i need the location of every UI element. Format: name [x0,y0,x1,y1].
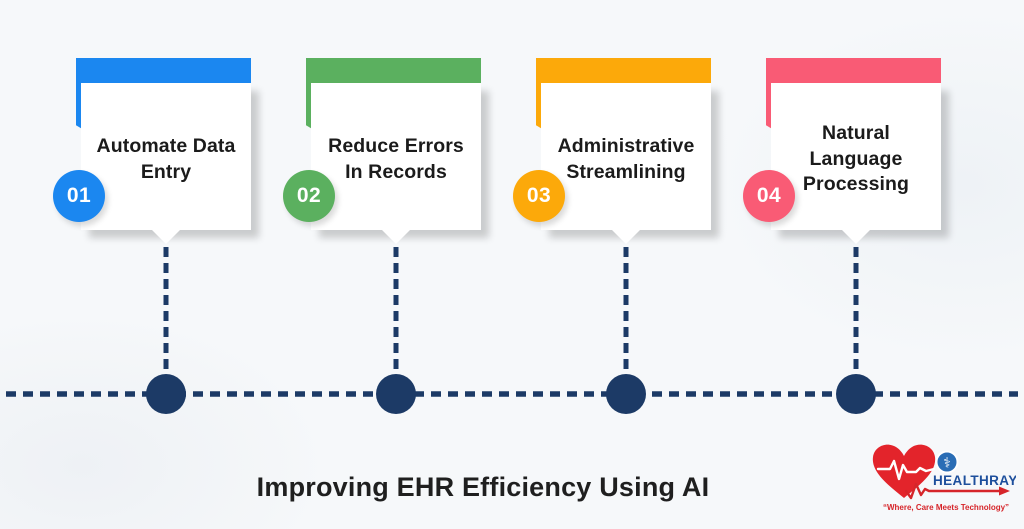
step-number-badge: 01 [53,170,105,222]
logo-arrowhead-icon [999,486,1010,496]
card-label: Reduce Errors In Records [328,134,464,183]
card-pointer-tail [841,229,871,244]
card-pointer-tail [151,229,181,244]
caduceus-icon: ⚕ [943,456,951,472]
page-title: Improving EHR Efficiency Using AI [256,472,710,502]
step-card-reduce-errors: Reduce Errors In Records 02 [281,58,511,258]
card-label: Administrative Streamlining [557,134,695,183]
healthray-logo: ⚕ HEALTHRAY “Where, Care Meets Technolog… [872,444,1016,512]
timeline-dot-4 [836,374,876,414]
step-number-badge: 02 [283,170,335,222]
card-pointer-tail [611,229,641,244]
card-panel: Natural Language Processing [771,83,941,230]
timeline-dot-2 [376,374,416,414]
step-number-badge: 03 [513,170,565,222]
logo-medical-badge [935,450,959,474]
timeline-dot-3 [606,374,646,414]
card-panel: Administrative Streamlining [541,83,711,230]
card-label: Natural Language Processing [802,121,910,196]
logo-tagline: “Where, Care Meets Technology” [883,503,1009,512]
card-panel: Automate Data Entry [81,83,251,230]
step-card-automate-data-entry: Automate Data Entry 01 [51,58,281,258]
timeline-dot-1 [146,374,186,414]
step-number-badge: 04 [743,170,795,222]
logo-brand-name: HEALTHRAY [933,473,1016,488]
step-card-administrative-streamlining: Administrative Streamlining 03 [511,58,741,258]
card-label: Automate Data Entry [96,134,236,183]
card-pointer-tail [381,229,411,244]
card-panel: Reduce Errors In Records [311,83,481,230]
logo-ekg-arrow-line [904,482,1002,500]
step-card-natural-language-processing: Natural Language Processing 04 [741,58,971,258]
logo-ekg-white-line [876,459,936,481]
logo-heart-icon [872,444,936,498]
